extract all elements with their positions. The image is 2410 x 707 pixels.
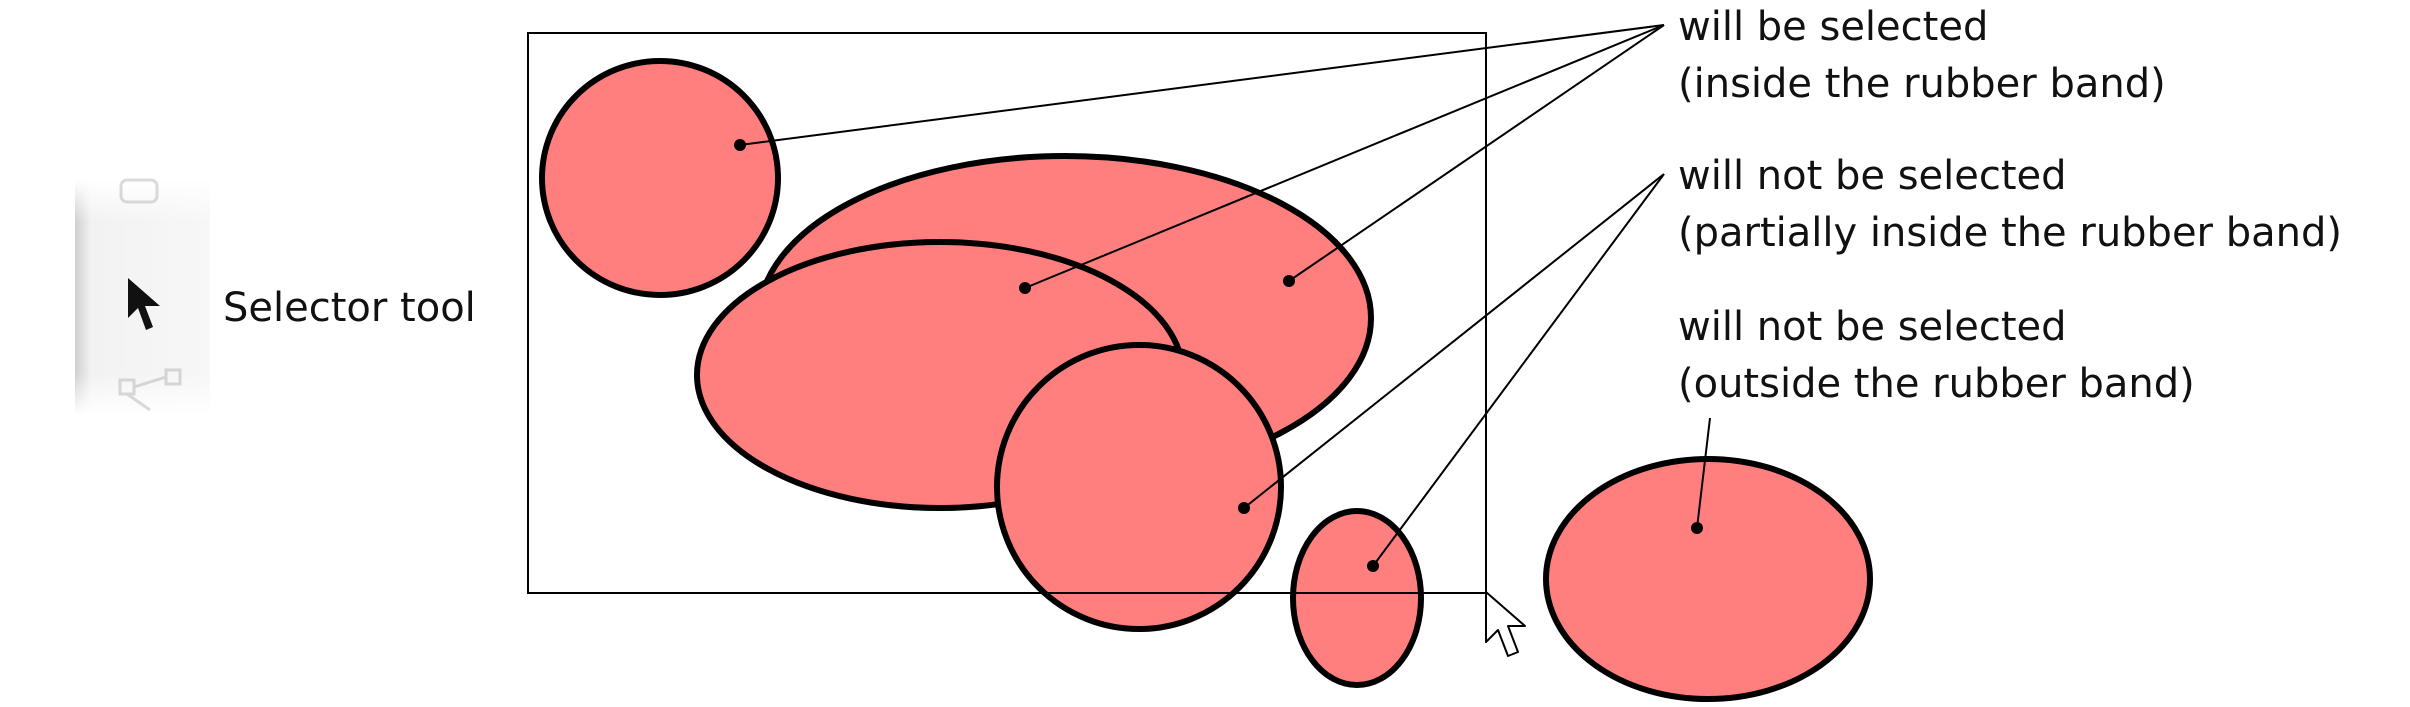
leader-line [739,24,1665,146]
label-outside-line2: (outside the rubber band) [1678,361,2195,407]
arrow-pointer-icon[interactable] [128,278,160,330]
connector-tool-icon[interactable] [118,368,182,412]
label-partial-line2: (partially inside the rubber band) [1678,210,2342,256]
leader-line [1288,24,1665,282]
anchor-dot [1283,275,1295,287]
label-selected-line2: (inside the rubber band) [1678,61,2166,107]
rubber-band [527,32,1487,594]
anchor-dot [1691,522,1703,534]
anchor-dot [1238,502,1250,514]
mouse-pointer-icon [1485,591,1526,657]
leader-line [1243,173,1665,509]
selector-tool-label: Selector tool [223,285,476,331]
circle-center[interactable] [994,342,1284,632]
ellipse-small[interactable] [1290,508,1424,688]
anchor-dot [1367,560,1379,572]
leader-line [1696,417,1711,529]
circle-top-left[interactable] [539,58,781,298]
label-outside-line1: will not be selected [1678,304,2067,350]
anchor-dot [1019,282,1031,294]
label-selected-line1: will be selected [1678,4,1988,50]
label-partial-line1: will not be selected [1678,153,2067,199]
leader-line [1024,24,1665,289]
leader-line [1372,173,1665,567]
anchor-dot [734,139,746,151]
ellipse-outside[interactable] [1543,456,1873,702]
tool-icon[interactable] [119,178,159,204]
